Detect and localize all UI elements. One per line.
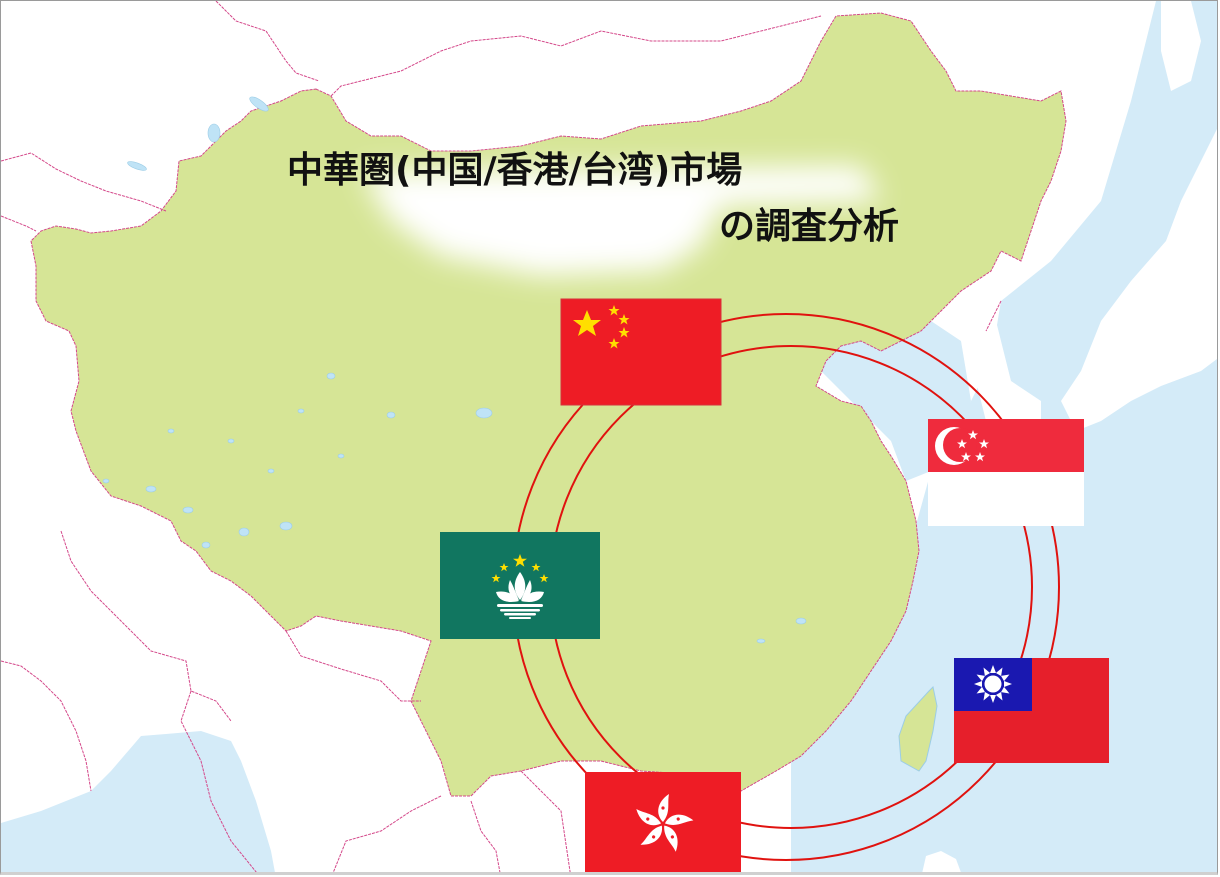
bay-of-bengal-sea [1,731,275,872]
country-borders [1,1,1002,872]
taiwan-island [898,685,938,772]
title-line-1: 中華圏(中国/香港/台湾)市場 [287,150,743,191]
korea-land [951,301,1041,441]
hong-kong-flag-icon [585,772,741,872]
hokkaido-land [1161,1,1201,91]
okinawa-island [922,851,961,872]
china-land [30,12,1067,797]
title-backdrop [361,166,881,276]
taiwan-flag-icon [954,658,1109,763]
macau-flag-icon [440,532,600,639]
japan-land [1061,129,1217,431]
lakes [102,96,807,644]
china-flag-icon [560,298,722,406]
singapore-flag-icon [928,419,1084,526]
title-line-2: の調査分析 [719,206,900,247]
